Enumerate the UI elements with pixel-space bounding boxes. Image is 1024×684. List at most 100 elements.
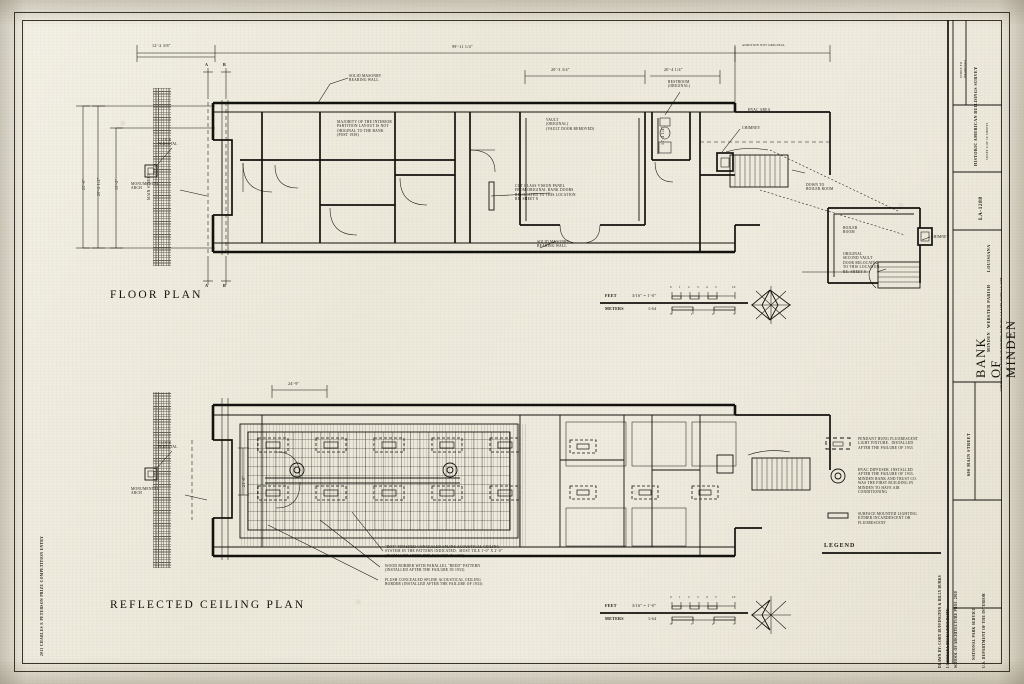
addendum-note: ADDENDUM TO BANK OF MINDEN, HABS NO. LA-…: [999, 277, 1003, 392]
dim-vault: 20'-3 3/4": [551, 67, 570, 72]
note-chimney-upper: CHIMNEY: [742, 126, 761, 130]
scalebar-feet-tick-4: 4: [706, 285, 708, 289]
dim-left-inner: 20'-2 1/2": [96, 177, 101, 196]
ceiling-plan-linework: [144, 385, 831, 581]
rcp-note-flush-spline: FLUSH CONCEALED SPLINE ACOUSTICAL CEILIN…: [385, 578, 483, 587]
note-hvac-area: HVAC AREA: [748, 108, 771, 112]
scalebar-meter-tick-3: 3: [733, 312, 735, 316]
survey-number: LA-1288: [978, 196, 984, 220]
scalebar2-feet-tick-0: 0: [670, 595, 672, 599]
note-restroom: RESTROOM (ORIGINAL): [668, 80, 691, 89]
dim-right-side: 11'-4 1/4": [660, 126, 665, 145]
scalebar-meters-scale: 1:64: [648, 306, 657, 311]
scalebar2-feet-tick-4: 4: [706, 595, 708, 599]
legend-item-0-text: PENDANT HUNG FLUORESCENT LIGHT FIXTURE. …: [858, 437, 919, 450]
department-name: U.S. DEPARTMENT OF THE INTERIOR: [982, 593, 986, 668]
scalebar2-feet-tick-5: 5: [715, 595, 717, 599]
note-solid-masonry-bottom: SOLID MASONRY BEARING WALL: [537, 240, 570, 249]
sheet-of: SHEET 4 OF 10 SHEETS: [985, 122, 989, 160]
label-main-street: MAIN STREET: [147, 173, 151, 200]
marker-b-bottom: B: [223, 283, 226, 288]
dim-top-main: 99'-11 1/4": [452, 44, 473, 49]
scalebar-meter-tick-2: 2: [712, 312, 714, 316]
drawn-by: DRAWN BY: CORY BUFFINGTON & BILLY BURKS: [938, 575, 942, 668]
scalebar2-meters-label: METERS: [605, 616, 624, 621]
scalebar-feet-tick-0: 0: [670, 285, 672, 289]
scalebar2-meters-scale: 1:64: [648, 616, 657, 621]
scalebar2-feet-tick-3: 3: [697, 595, 699, 599]
dim-left-overall: 25'-0": [81, 178, 86, 190]
scalebar2-meter-tick-3: 3: [733, 622, 735, 626]
scalebar2-feet-tick-1: 1: [679, 595, 681, 599]
scalebar2-feet-tick-10: 10: [732, 595, 736, 599]
scalebar-meter-tick-1: 1: [691, 312, 693, 316]
rcp-note-reed-border: WOOD BORDER WITH PARALLEL "REED" PATTERN…: [385, 564, 481, 573]
title-block-grid: [953, 20, 1002, 609]
note-boiler-room: BOILER ROOM: [843, 226, 858, 235]
scalebar2-meter-tick-1: 1: [691, 622, 693, 626]
plan-title-floor-plan: FLOOR PLAN: [110, 289, 203, 301]
school-project: SCHOOL OF ARCHITECTURE PROJ. 2010: [954, 591, 958, 668]
scalebar2-feet-scale: 3/16" = 1'-0": [632, 603, 657, 608]
marker-a-top: A: [205, 62, 209, 67]
parish-name: WEBSTER PARISH: [986, 284, 991, 328]
agency-name: NATIONAL PARK SERVICE: [972, 607, 976, 660]
scalebar2-meter-tick-2: 2: [712, 622, 714, 626]
scalebar-feet-tick-5: 5: [715, 285, 717, 289]
scalebar2-meter-tick-0: 0: [670, 622, 672, 626]
note-vault: VAULT (ORIGINAL) (VAULT DOOR REMOVED): [546, 118, 595, 131]
legend-item-1-text: HVAC DIFFUSER. INSTALLED AFTER THE FAILU…: [858, 468, 918, 495]
street-address: 600 MAIN STREET: [966, 432, 971, 476]
rcp-note-dot-ceiling: "DOT" FINISHED CONCEALED SPLINE ACOUSTIC…: [385, 545, 503, 558]
north-arrow-floor-plan: [751, 286, 791, 324]
sheet-border-inner: [22, 20, 1002, 664]
floor-plan-scalebar: [600, 292, 748, 314]
index-to-drawings: INDEX TO DRAWINGS: [959, 59, 968, 78]
dim-left-street: 15'-2": [114, 178, 119, 190]
note-partition-layout: MAJORITY OF THE INTERIOR PARTITION LAYOU…: [337, 120, 393, 138]
note-addition: ADDITION NOT ORIGINAL: [742, 43, 786, 47]
city-name: MINDEN: [986, 331, 991, 352]
plan-title-reflected-ceiling-plan: REFLECTED CEILING PLAN: [110, 599, 306, 611]
dim-restroom: 20'-4 1/4": [664, 67, 683, 72]
note-monumental-arch: MONUMENTAL ARCH: [131, 182, 160, 191]
peterson-prize-credit: 2011 CHARLES E PETERSON PRIZE COMPETITIO…: [40, 535, 44, 656]
sheet-border-outer: [14, 12, 1010, 672]
scalebar-meter-tick-0: 0: [670, 312, 672, 316]
legend-item-2-text: SURFACE MOUNTED LIGHTING. EITHER INCANDE…: [858, 512, 918, 525]
note-second-vault-door: ORIGINAL SECOND VAULT DOOR RELOCATED TO …: [843, 252, 880, 274]
legend-title: LEGEND: [824, 543, 856, 549]
main-street-hatch-floor-plan: [153, 88, 171, 266]
scalebar-feet-label: FEET: [605, 293, 617, 298]
university-name: LOUISIANA TECH UNIVERSITY: [946, 608, 950, 668]
acoustical-ceiling-tile-grid: [248, 432, 510, 530]
ceiling-fixture-row: [240, 421, 760, 547]
state-name: LOUISIANA: [986, 244, 991, 272]
note-down-to-boiler: DOWN TO BOILER ROOM: [806, 183, 834, 192]
scalebar-feet-tick-1: 1: [679, 285, 681, 289]
rcp-dim-top: 24'-9": [288, 381, 300, 386]
survey-name: HISTORIC AMERICAN BUILDINGS SURVEY: [973, 66, 978, 166]
scalebar-feet-tick-2: 2: [688, 285, 690, 289]
rcp-dim-left: 21'-6": [241, 475, 246, 487]
dim-top-left: 12'-2 3/8": [152, 43, 171, 48]
north-arrow-ceiling-plan: [751, 596, 791, 634]
ceiling-plan-scalebar: [600, 602, 748, 624]
building-name: BANK OF MINDEN: [974, 319, 1018, 378]
rcp-note-clock-pedestal: CLOCK PEDESTAL: [158, 441, 178, 450]
scalebar-feet-tick-3: 3: [697, 285, 699, 289]
note-solid-masonry-top: SOLID MASONRY BEARING WALL: [349, 74, 382, 83]
marker-a-bottom: A: [205, 283, 209, 288]
scalebar-feet-tick-10: 10: [732, 285, 736, 289]
scalebar-meters-label: METERS: [605, 306, 624, 311]
scalebar2-feet-label: FEET: [605, 603, 617, 608]
note-cut-glass-panel: CUT GLASS VISION PANEL FROM ORIGINAL BAN…: [515, 184, 576, 202]
main-street-hatch-ceiling-plan: [153, 392, 171, 568]
legend-symbols: [822, 437, 941, 554]
note-chimney-lower: CHIMNEY: [931, 235, 950, 239]
marker-b-top: B: [223, 62, 226, 67]
scalebar-feet-scale: 3/16" = 1'-0": [632, 293, 657, 298]
scalebar2-feet-tick-2: 2: [688, 595, 690, 599]
rcp-note-monumental-arch: MONUMENTAL ARCH: [131, 487, 160, 496]
